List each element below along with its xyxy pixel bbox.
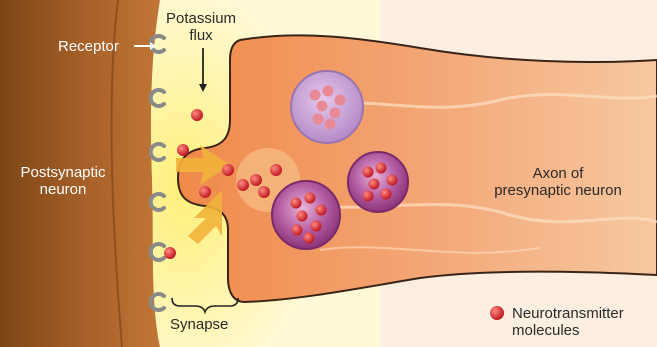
receptor-label: Receptor [58,38,119,55]
axon-label: Axon of presynaptic neuron [478,165,638,199]
postsynaptic-label-line1: Postsynaptic [10,164,116,181]
postsynaptic-neuron-label: Postsynaptic neuron [10,164,116,198]
legend-label: Neurotransmitter molecules [512,305,624,339]
axon-label-line1: Axon of [478,165,638,182]
potassium-flux-label-line2: flux [166,27,236,44]
legend-label-line2: molecules [512,322,624,339]
potassium-flux-label-line1: Potassium [166,10,236,27]
molecule-dot-icon [490,306,504,320]
postsynaptic-label-line2: neuron [10,181,116,198]
legend-label-line1: Neurotransmitter [512,305,624,322]
synapse-label: Synapse [170,316,228,333]
potassium-flux-label: Potassium flux [166,10,236,44]
axon-label-line2: presynaptic neuron [478,182,638,199]
